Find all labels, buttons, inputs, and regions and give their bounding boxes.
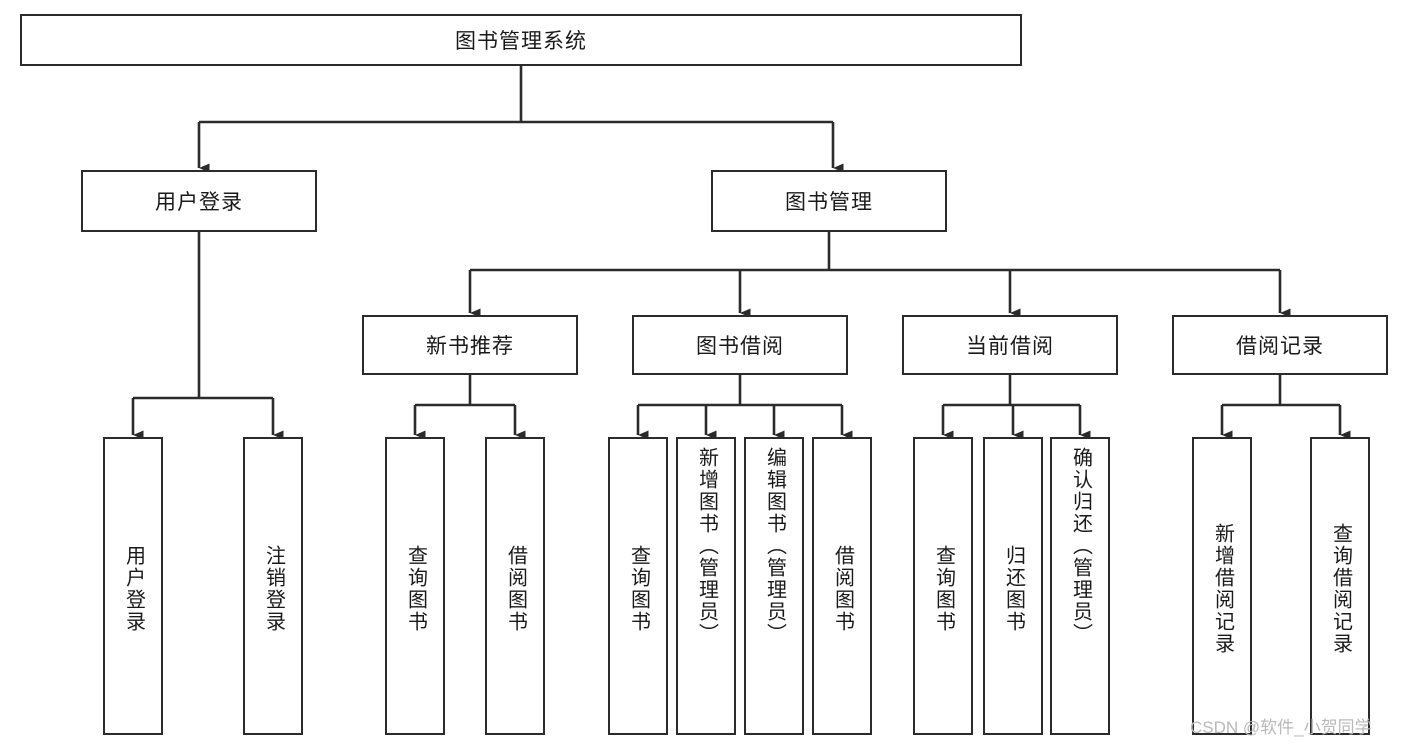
node-label: 编辑图书（管理员）: [763, 447, 786, 645]
node-new-book-recommend[interactable]: 新书推荐: [362, 315, 578, 375]
node-leaf-borrow-book-2[interactable]: 借阅图书: [812, 437, 872, 735]
node-leaf-query-book-2[interactable]: 查询图书: [608, 437, 668, 735]
node-label: 归还图书: [1002, 545, 1025, 633]
node-label: 新增图书（管理员）: [695, 447, 718, 645]
node-book-borrow[interactable]: 图书借阅: [632, 315, 848, 375]
node-label: 确认归还（管理员）: [1069, 447, 1092, 645]
node-user-login[interactable]: 用户登录: [81, 170, 317, 232]
node-leaf-user-login[interactable]: 用户登录: [103, 437, 163, 735]
node-label: 查询借阅记录: [1329, 523, 1352, 655]
node-label: 注销登录: [262, 545, 285, 633]
node-leaf-confirm-return[interactable]: 确认归还（管理员）: [1050, 437, 1110, 735]
node-root[interactable]: 图书管理系统: [20, 14, 1022, 66]
node-current-borrow[interactable]: 当前借阅: [902, 315, 1118, 375]
node-leaf-edit-book[interactable]: 编辑图书（管理员）: [744, 437, 804, 735]
node-label: 查询图书: [627, 545, 650, 633]
node-leaf-query-record[interactable]: 查询借阅记录: [1310, 437, 1370, 735]
node-leaf-add-book[interactable]: 新增图书（管理员）: [676, 437, 736, 735]
node-leaf-borrow-book-1[interactable]: 借阅图书: [485, 437, 545, 735]
node-label: 新增借阅记录: [1211, 523, 1234, 655]
node-label: 借阅图书: [504, 545, 527, 633]
node-label: 用户登录: [122, 545, 145, 633]
node-label: 查询图书: [404, 545, 427, 633]
node-label: 借阅图书: [831, 545, 854, 633]
node-borrow-record[interactable]: 借阅记录: [1172, 315, 1388, 375]
node-leaf-add-record[interactable]: 新增借阅记录: [1192, 437, 1252, 735]
watermark: CSDN @软件_小贺同学: [1190, 718, 1372, 737]
node-label: 查询图书: [932, 545, 955, 633]
node-leaf-query-book-3[interactable]: 查询图书: [913, 437, 973, 735]
node-leaf-query-book-1[interactable]: 查询图书: [385, 437, 445, 735]
node-leaf-user-logout[interactable]: 注销登录: [243, 437, 303, 735]
node-book-management[interactable]: 图书管理: [711, 170, 947, 232]
node-leaf-return-book[interactable]: 归还图书: [983, 437, 1043, 735]
